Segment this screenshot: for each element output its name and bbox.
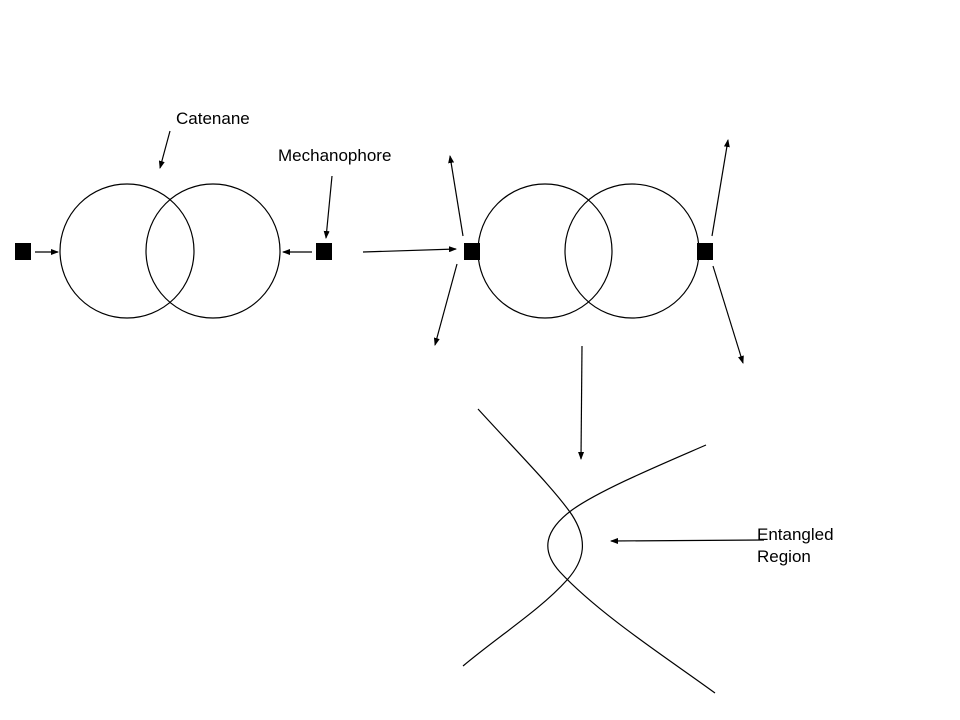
entangled-label-line1: Entangled — [757, 525, 834, 544]
mechanophore-left — [15, 243, 31, 260]
force-arrow-up-right — [711, 139, 730, 237]
stretched-mechanophore-left — [464, 243, 480, 260]
entangled-label-arrow — [610, 537, 765, 544]
transition-arrow — [362, 246, 457, 253]
force-arrow-down-left — [433, 263, 458, 346]
catenane-label: Catenane — [176, 109, 250, 128]
stretched-catenane-right-ring — [564, 183, 700, 319]
stretched-catenane-left-ring — [477, 183, 613, 319]
entangled-strand-2 — [547, 444, 716, 694]
mechanophore-right — [316, 243, 332, 260]
entangled-region-label: Entangled Region — [757, 524, 834, 568]
force-arrow-down-right — [712, 265, 744, 364]
catenane-label-arrow — [158, 130, 171, 169]
catenane-right-ring — [145, 183, 281, 319]
entangled-strand-1 — [462, 408, 584, 667]
zoom-down-arrow — [578, 345, 585, 460]
mechanophore-label: Mechanophore — [278, 146, 392, 165]
entangled-label-line2: Region — [757, 547, 811, 566]
catenane-left-ring — [59, 183, 195, 319]
mechanophore-label-arrow — [323, 175, 333, 239]
stretched-mechanophore-right — [697, 243, 713, 260]
force-arrow-up-left — [448, 155, 464, 237]
